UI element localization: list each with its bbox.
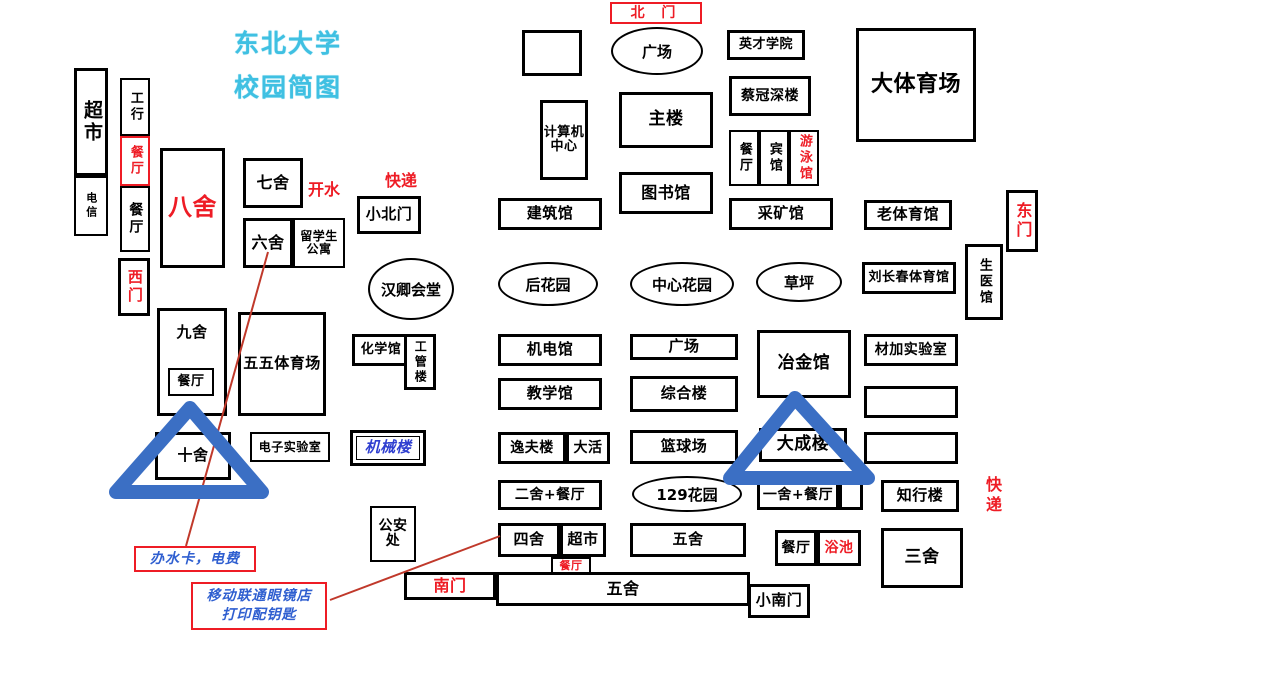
gym-old[interactable]: 老体育馆 bbox=[864, 200, 952, 230]
building-biomed-hall[interactable]: 生医馆 bbox=[965, 244, 1003, 320]
building-main[interactable]: 主楼 bbox=[619, 92, 713, 148]
building-icbc[interactable]: 工行 bbox=[120, 78, 150, 136]
building-blank-right-3[interactable] bbox=[839, 480, 863, 510]
note-mobile-shop-line2: 打印配钥匙 bbox=[221, 607, 297, 623]
lab-material-processing[interactable]: 材加实验室 bbox=[864, 334, 958, 366]
building-blank-right-2[interactable] bbox=[864, 432, 958, 464]
note-mobile-shop[interactable]: 移动联通眼镜店 打印配钥匙 bbox=[191, 582, 327, 630]
label-hot-water: 开水 bbox=[308, 180, 341, 199]
building-teaching-hall[interactable]: 教学馆 bbox=[498, 378, 602, 410]
label-express-north: 快递 bbox=[385, 171, 418, 190]
building-dorm4[interactable]: 四舍 bbox=[498, 523, 560, 557]
lawn[interactable]: 草坪 bbox=[756, 262, 842, 302]
stadium-big[interactable]: 大体育场 bbox=[856, 28, 976, 142]
page-title-line2: 校园简图 bbox=[234, 73, 343, 102]
building-mining-hall[interactable]: 采矿馆 bbox=[729, 198, 833, 230]
building-mechatronics-hall[interactable]: 机电馆 bbox=[498, 334, 602, 366]
building-telecom[interactable]: 电信 bbox=[74, 176, 108, 236]
building-metallurgy-hall[interactable]: 冶金馆 bbox=[757, 330, 851, 398]
building-zhixing[interactable]: 知行楼 bbox=[881, 480, 959, 512]
gate-small-north-label: 小北门 bbox=[365, 205, 413, 224]
building-dorm1-canteen[interactable]: 一舍+餐厅 bbox=[757, 480, 839, 510]
building-dorm3[interactable]: 三舍 bbox=[881, 528, 963, 588]
building-swimming-pool[interactable]: 游泳馆 bbox=[789, 130, 819, 186]
building-dorm2-canteen[interactable]: 二舍+餐厅 bbox=[498, 480, 602, 510]
gate-small-north[interactable]: 小北门 bbox=[357, 196, 421, 234]
building-blank-top[interactable] bbox=[522, 30, 582, 76]
building-chemistry-hall[interactable]: 化学馆 bbox=[352, 334, 410, 366]
building-dacheng[interactable]: 大成楼 bbox=[759, 428, 847, 462]
note-mobile-shop-line1: 移动联通眼镜店 bbox=[206, 588, 312, 605]
page-title-line1: 东北大学 bbox=[234, 29, 343, 58]
court-basketball[interactable]: 篮球场 bbox=[630, 430, 738, 464]
plaza-middle[interactable]: 广场 bbox=[630, 334, 738, 360]
building-yifu[interactable]: 逸夫楼 bbox=[498, 432, 566, 464]
building-electronics-lab[interactable]: 电子实验室 bbox=[250, 432, 330, 462]
building-supermarket[interactable]: 超市 bbox=[74, 68, 108, 176]
gate-south[interactable]: 南门 bbox=[404, 572, 496, 600]
garden-central[interactable]: 中心花园 bbox=[630, 262, 734, 306]
building-dorm7[interactable]: 七舍 bbox=[243, 158, 303, 208]
building-mechanical-outer[interactable]: 机械楼 bbox=[350, 430, 426, 466]
building-dorm9[interactable]: 九舍 bbox=[157, 308, 227, 416]
building-mechanical-label: 机械楼 bbox=[364, 438, 412, 457]
building-computer-center[interactable]: 计算机中心 bbox=[540, 100, 588, 180]
building-yingcai-college[interactable]: 英才学院 bbox=[727, 30, 805, 60]
building-canteen-icbc[interactable]: 餐厅 bbox=[120, 186, 150, 252]
building-police-office[interactable]: 公安处 bbox=[370, 506, 416, 562]
building-library[interactable]: 图书馆 bbox=[619, 172, 713, 214]
garden-back[interactable]: 后花园 bbox=[498, 262, 598, 306]
building-canteen-red[interactable]: 餐厅 bbox=[120, 136, 150, 186]
building-comprehensive[interactable]: 综合楼 bbox=[630, 376, 738, 412]
plaza-north[interactable]: 广场 bbox=[611, 27, 703, 75]
building-blank-right-1[interactable] bbox=[864, 386, 958, 418]
building-hanqing-hall[interactable]: 汉卿会堂 bbox=[368, 258, 454, 320]
building-dorm10[interactable]: 十舍 bbox=[155, 432, 231, 480]
building-dorm9-canteen[interactable]: 餐厅 bbox=[168, 368, 214, 396]
label-express-east: 快递 bbox=[983, 476, 1002, 516]
building-caiguanshen[interactable]: 蔡冠深楼 bbox=[729, 76, 811, 116]
gate-west[interactable]: 西门 bbox=[118, 258, 150, 316]
building-dorm5[interactable]: 五舍 bbox=[630, 523, 746, 557]
building-wuwu-stadium[interactable]: 五五体育场 bbox=[238, 312, 326, 416]
note-water-card-text: 办水卡，电费 bbox=[150, 550, 240, 567]
building-dorm8[interactable]: 八舍 bbox=[160, 148, 225, 268]
gate-east[interactable]: 东门 bbox=[1006, 190, 1038, 252]
building-canteen-south[interactable]: 餐厅 bbox=[775, 530, 817, 566]
building-canteen-right[interactable]: 餐厅 bbox=[729, 130, 759, 186]
gate-north[interactable]: 北 门 bbox=[610, 2, 702, 24]
building-intl-student-apartment[interactable]: 留学生公寓 bbox=[293, 218, 345, 268]
building-hotel[interactable]: 宾馆 bbox=[759, 130, 789, 186]
building-supermarket-center[interactable]: 超市 bbox=[560, 523, 606, 557]
building-engineering-mgmt[interactable]: 工管楼 bbox=[404, 334, 436, 390]
building-bath-house[interactable]: 浴池 bbox=[817, 530, 861, 566]
building-dorm5-long[interactable]: 五舍 bbox=[496, 572, 750, 606]
note-water-card[interactable]: 办水卡，电费 bbox=[134, 546, 256, 572]
garden-129[interactable]: 129花园 bbox=[632, 476, 742, 512]
gym-liuchangchun[interactable]: 刘长春体育馆 bbox=[862, 262, 956, 294]
building-student-activity[interactable]: 大活 bbox=[566, 432, 610, 464]
building-dorm6[interactable]: 六舍 bbox=[243, 218, 293, 268]
building-architecture-hall[interactable]: 建筑馆 bbox=[498, 198, 602, 230]
gate-small-south[interactable]: 小南门 bbox=[748, 584, 810, 618]
